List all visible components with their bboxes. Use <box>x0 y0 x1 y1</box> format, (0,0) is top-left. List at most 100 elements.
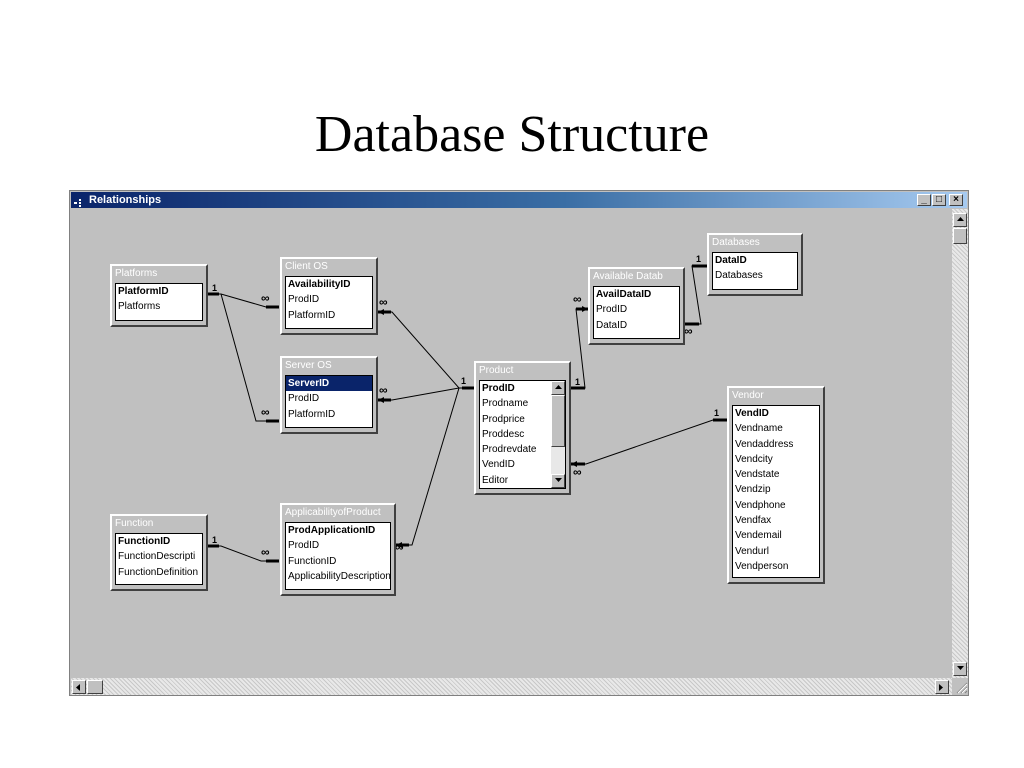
field[interactable]: Prodprice <box>482 413 525 425</box>
table-title[interactable]: Server OS <box>285 360 332 371</box>
rel-label-many: ∞ <box>261 405 270 419</box>
vertical-scroll-thumb[interactable] <box>953 228 967 244</box>
field-list: ProdID Prodname Prodprice Proddesc Prodr… <box>479 380 566 489</box>
rel-label-many: ∞ <box>395 540 404 554</box>
field-primary-key[interactable]: AvailDataID <box>596 289 652 300</box>
field-list: DataID Databases <box>712 252 798 290</box>
field[interactable]: Prodname <box>482 398 529 410</box>
relationships-canvas[interactable]: 1 ∞ ∞ ∞ ∞ 1 ∞ 1 ∞ 1 ∞ 1 ∞ 1 ∞ Platforms … <box>71 209 951 678</box>
scroll-right-button[interactable] <box>935 680 949 694</box>
field[interactable]: Prodrevdate <box>482 444 537 456</box>
table-title[interactable]: Vendor <box>732 390 764 401</box>
scroll-thumb[interactable] <box>551 395 565 447</box>
field[interactable]: ProdID <box>288 540 320 552</box>
field[interactable]: Vendcity <box>735 453 773 465</box>
rel-label-many: ∞ <box>379 383 388 397</box>
field[interactable]: ApplicabilityDescription <box>288 570 390 582</box>
close-button[interactable]: × <box>949 194 963 206</box>
field[interactable]: Platforms <box>118 301 161 313</box>
field-primary-key[interactable]: VendID <box>735 408 769 419</box>
table-title[interactable]: Platforms <box>115 268 158 279</box>
table-platforms[interactable]: Platforms PlatformID Platforms <box>110 264 208 327</box>
field-list: ServerID ProdID PlatformID <box>285 375 373 428</box>
field[interactable]: Vendperson <box>735 560 789 572</box>
maximize-button[interactable]: □ <box>932 194 946 206</box>
field-list: PlatformID Platforms <box>115 283 203 321</box>
slide-title: Database Structure <box>314 106 710 163</box>
table-vendor[interactable]: Vendor VendID Vendname Vendaddress Vendc… <box>727 386 825 584</box>
scroll-left-button[interactable] <box>72 680 86 694</box>
table-client-os[interactable]: Client OS AvailabilityID ProdID Platform… <box>280 257 378 335</box>
rel-label-one: 1 <box>714 408 720 418</box>
table-title[interactable]: Product <box>479 365 514 376</box>
size-grip[interactable] <box>952 678 968 695</box>
field[interactable]: Vendaddress <box>735 438 794 450</box>
field-list: FunctionID FunctionDescripti FunctionDef… <box>115 533 203 585</box>
arrow-up-icon <box>957 217 964 221</box>
field-primary-key[interactable]: PlatformID <box>118 286 169 297</box>
field[interactable]: PlatformID <box>288 408 336 420</box>
field[interactable]: Vendfax <box>735 515 772 527</box>
scroll-down-button[interactable] <box>551 474 565 488</box>
field[interactable]: PlatformID <box>288 309 336 321</box>
vertical-scrollbar[interactable] <box>952 209 968 678</box>
field[interactable]: FunctionDescripti <box>118 551 196 563</box>
table-title[interactable]: Client OS <box>285 261 328 272</box>
table-title[interactable]: Function <box>115 518 154 529</box>
field[interactable]: Vendname <box>735 423 783 435</box>
relationship-lines <box>207 264 727 563</box>
field-list-scrollbar[interactable] <box>551 381 565 488</box>
table-function[interactable]: Function FunctionID FunctionDescripti Fu… <box>110 514 208 591</box>
rel-label-one: 1 <box>212 283 218 293</box>
rel-label-one: 1 <box>575 377 581 387</box>
field[interactable]: Proddesc <box>482 428 525 440</box>
field-primary-key[interactable]: DataID <box>715 255 747 266</box>
field[interactable]: VendID <box>482 459 515 471</box>
table-server-os[interactable]: Server OS ServerID ProdID PlatformID <box>280 356 378 434</box>
scroll-up-button[interactable] <box>953 213 967 227</box>
field[interactable]: Vendzip <box>735 484 771 496</box>
field[interactable]: Vendstate <box>735 469 780 481</box>
field-primary-key[interactable]: FunctionID <box>118 536 171 547</box>
table-title[interactable]: Available Datab <box>593 271 663 282</box>
field-primary-key[interactable]: ProdApplicationID <box>288 525 376 536</box>
rel-label-many: ∞ <box>261 545 270 559</box>
rel-vendor-product <box>571 419 727 465</box>
scroll-up-button[interactable] <box>551 381 565 395</box>
table-applicability-of-product[interactable]: ApplicabilityofProduct ProdApplicationID… <box>280 503 396 596</box>
field[interactable]: Vendurl <box>735 545 769 557</box>
table-databases[interactable]: Databases DataID Databases <box>707 233 803 296</box>
field[interactable]: ProdID <box>288 294 320 306</box>
field[interactable]: Vendemail <box>735 530 782 542</box>
rel-product-serveros <box>378 387 460 401</box>
table-product[interactable]: Product ProdID Prodname Prodprice Prodde… <box>474 361 571 495</box>
field-primary-key[interactable]: AvailabilityID <box>288 279 351 290</box>
rel-label-many: ∞ <box>573 292 582 306</box>
field[interactable]: DataID <box>596 319 628 331</box>
field[interactable]: ProdID <box>288 393 320 405</box>
window-title: Relationships <box>89 194 162 206</box>
scroll-down-button[interactable] <box>953 662 967 676</box>
rel-label-many: ∞ <box>379 295 388 309</box>
minimize-button[interactable]: _ <box>917 194 931 206</box>
resize-grip-icon <box>956 682 968 694</box>
field-list: VendID Vendname Vendaddress Vendcity Ven… <box>732 405 820 578</box>
field-primary-key[interactable]: ProdID <box>482 383 515 394</box>
field[interactable]: FunctionDefinition <box>118 566 199 578</box>
rel-label-many: ∞ <box>684 324 693 338</box>
table-available-databases[interactable]: Available Datab AvailDataID ProdID DataI… <box>588 267 685 345</box>
table-title[interactable]: Databases <box>712 237 760 248</box>
field[interactable]: FunctionID <box>288 555 337 567</box>
table-title[interactable]: ApplicabilityofProduct <box>285 507 381 518</box>
arrow-left-icon <box>76 684 80 691</box>
field[interactable]: ProdID <box>596 304 628 316</box>
horizontal-scrollbar[interactable] <box>71 678 952 695</box>
field[interactable]: Databases <box>715 270 763 282</box>
window-title-bar[interactable]: Relationships _ □ × <box>71 192 967 208</box>
horizontal-scroll-thumb[interactable] <box>87 680 103 694</box>
field[interactable]: Editor <box>482 474 509 486</box>
field[interactable]: Vendphone <box>735 499 786 511</box>
relationships-window: Relationships _ □ × <box>69 190 969 696</box>
field-list: AvailDataID ProdID DataID <box>593 286 680 339</box>
field-primary-key-selected[interactable]: ServerID <box>286 376 372 392</box>
